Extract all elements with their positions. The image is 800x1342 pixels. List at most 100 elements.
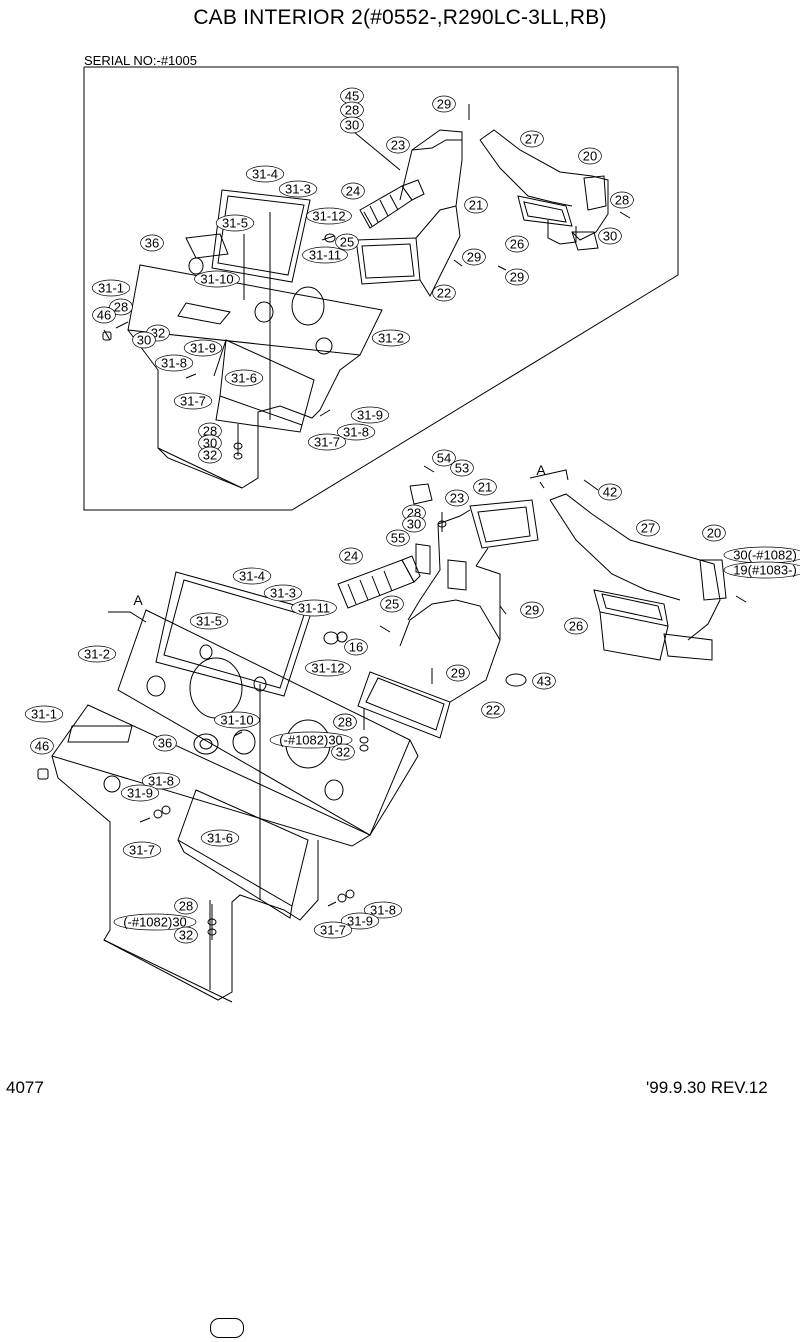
callout-bubble: [532, 672, 556, 690]
callout-label: 30: [203, 436, 217, 451]
callout-label: 30: [603, 229, 617, 244]
lower-callout-42: 32: [174, 926, 198, 944]
callout-bubble: [386, 529, 410, 547]
upper-callout-2: 30: [340, 116, 364, 134]
callout-label: 31-7: [320, 923, 346, 938]
lower-callout-38: 28: [174, 897, 198, 915]
callout-bubble: [723, 561, 800, 579]
lower-callout-37: 31-7: [122, 841, 162, 859]
callout-bubble: [636, 519, 660, 537]
callout-label: 32: [336, 745, 350, 760]
callout-label: 28: [338, 715, 352, 730]
upper-callout-16: 31-11: [302, 246, 348, 264]
callout-bubble: [173, 392, 213, 410]
lower-callout-40: (-#1082)30: [113, 913, 197, 931]
callout-bubble: [174, 897, 198, 915]
upper-callout-8: 30: [598, 227, 622, 245]
callout-label: 31-5: [222, 216, 248, 231]
lower-callout-6: 30: [402, 515, 426, 533]
upper-callout-36: 28: [198, 422, 222, 440]
callout-label: 31-8: [370, 903, 396, 918]
callout-label: 28: [179, 899, 193, 914]
upper-callout-30: 31-8: [154, 354, 194, 372]
upper-callout-38: 32: [198, 446, 222, 464]
callout-bubble: [291, 599, 337, 617]
callout-label: 31-1: [98, 281, 124, 296]
callout-label: 23: [450, 491, 464, 506]
lower-callout-27: 31-1: [24, 705, 64, 723]
upper-callout-5: 27: [520, 130, 544, 148]
callout-label: 24: [344, 549, 358, 564]
callout-bubble: [505, 235, 529, 253]
callout-label: 45: [345, 89, 359, 104]
lower-callout-39: 31-8: [363, 901, 403, 919]
callout-bubble: [450, 459, 474, 477]
lower-callout-0: 54: [432, 449, 456, 467]
view-a-label-1: A: [536, 462, 546, 478]
callout-label: 16: [349, 640, 363, 655]
callout-bubble: [702, 524, 726, 542]
callout-label: 28: [203, 424, 217, 439]
callout-label: (-#1082)30: [123, 915, 187, 930]
callout-bubble: [341, 182, 365, 200]
lower-callout-1: 53: [450, 459, 474, 477]
lower-duct-27: [549, 493, 721, 641]
callout-label: 53: [455, 461, 469, 476]
callout-label: 31-8: [161, 356, 187, 371]
callout-label: 31-11: [298, 601, 330, 616]
serial-note: SERIAL NO:-#1005: [84, 53, 197, 68]
upper-callout-29: 31-9: [183, 339, 223, 357]
callout-label: 31-7: [180, 394, 206, 409]
upper-callout-14: 31-12: [306, 207, 352, 225]
callout-label: 31-8: [343, 425, 369, 440]
callout-label: 28: [114, 300, 128, 315]
callout-label: 30(-#1082): [733, 548, 797, 563]
callout-label: 31-6: [231, 371, 257, 386]
cap-43: [505, 673, 527, 687]
lower-callout-16: 31-3: [263, 584, 303, 602]
callout-bubble: [122, 841, 162, 859]
callout-bubble: [446, 664, 470, 682]
upper-callout-34: 31-8: [336, 423, 376, 441]
upper-callout-23: 31-1: [91, 279, 131, 297]
callout-label: 31-4: [239, 569, 265, 584]
lower-callout-15: 29: [520, 601, 544, 619]
upper-callout-11: 31-4: [245, 165, 285, 183]
callout-label: 25: [340, 235, 354, 250]
lower-callout-3: 42: [598, 483, 622, 501]
callout-bubble: [154, 354, 194, 372]
callout-label: 32: [203, 448, 217, 463]
callout-label: 23: [391, 138, 405, 153]
lower-callout-13: 31-4: [232, 567, 272, 585]
callout-bubble: [198, 446, 222, 464]
callout-bubble: [335, 233, 359, 251]
callout-bubble: [331, 743, 355, 761]
callout-bubble: [578, 147, 602, 165]
callout-label: 26: [510, 237, 524, 252]
callout-label: 30: [345, 118, 359, 133]
lower-callout-11: 30(-#1082): [723, 546, 800, 564]
upper-callout-15: 25: [335, 233, 359, 251]
callout-bubble: [464, 196, 488, 214]
callout-bubble: [481, 701, 505, 719]
upper-hose-24: [359, 185, 413, 229]
upper-lid: [211, 189, 311, 283]
lower-callout-2: 21: [473, 478, 497, 496]
callout-label: 31-6: [207, 831, 233, 846]
callout-bubble: [215, 214, 255, 232]
lower-callout-10: 24: [339, 547, 363, 565]
callout-label: 29: [467, 250, 481, 265]
lower-callout-25: 31-2: [77, 645, 117, 663]
lower-callout-29: 28: [333, 713, 357, 731]
callout-bubble: [340, 912, 380, 930]
lower-callout-19: 31-11: [291, 599, 337, 617]
callout-bubble: [269, 731, 353, 749]
callout-bubble: [214, 711, 260, 729]
callout-label: 46: [35, 739, 49, 754]
page-number: 4077: [6, 1078, 44, 1097]
callout-bubble: [386, 136, 410, 154]
page-title: CAB INTERIOR 2(#0552-,R290LC-3LL,RB): [193, 6, 607, 29]
callout-bubble: [263, 584, 303, 602]
upper-callout-6: 20: [578, 147, 602, 165]
callout-label: 31-5: [196, 614, 222, 629]
